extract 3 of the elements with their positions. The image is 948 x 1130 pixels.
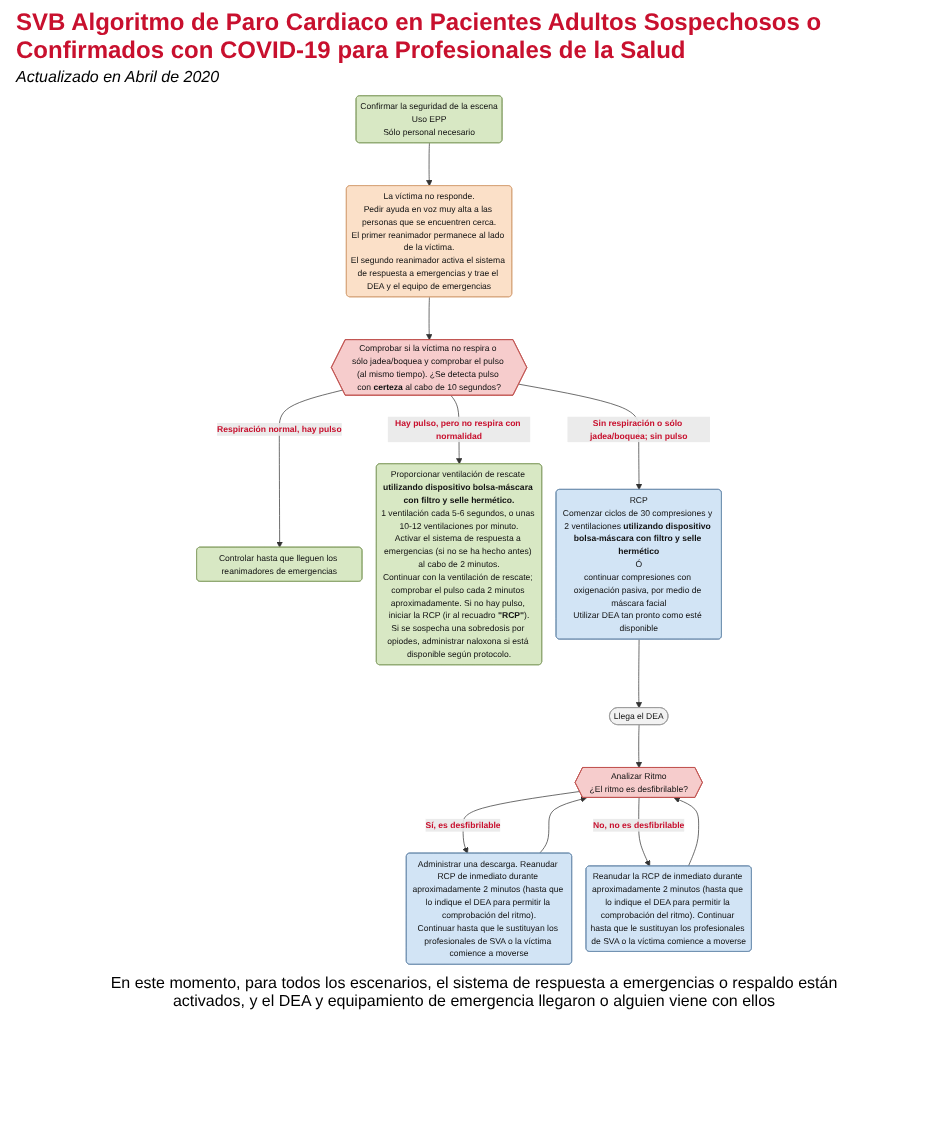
subtitle: Actualizado en Abril de 2020: [16, 67, 222, 86]
note-text: En este momento, para todos los escenarios, el sistema de respuesta a emergencias o respaldo están activados, y el DEA y equipamiento de emergencia llegaron o alguien viene con ellos: [108, 973, 840, 1010]
title: SVB Algoritmo de Paro Cardiaco en Pacientes Adultos Sospechosos o Confirmados con COVID-19 para Profesionales de la Salud: [16, 8, 824, 66]
